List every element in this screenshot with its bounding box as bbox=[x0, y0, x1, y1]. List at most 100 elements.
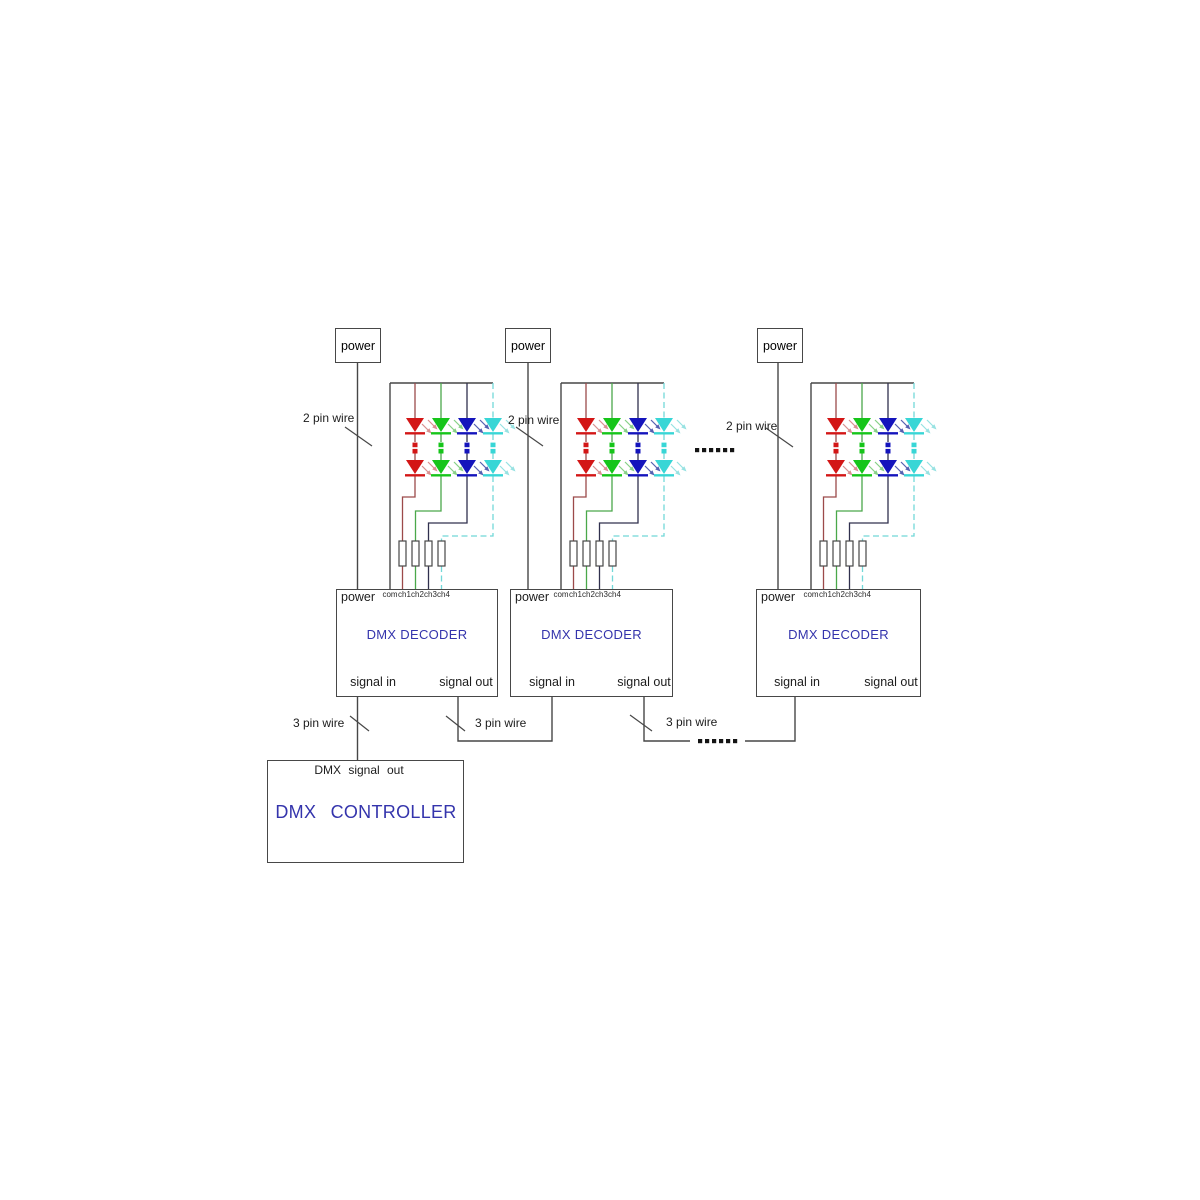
led-light-arrow-head bbox=[649, 428, 655, 434]
resistor bbox=[819, 540, 828, 567]
three-pin-wire-label: 3 pin wire bbox=[293, 716, 345, 730]
led-column-wire bbox=[822, 476, 837, 541]
decoder-title: DMX DECODER bbox=[541, 627, 642, 642]
led-ellipsis-dot bbox=[412, 448, 418, 454]
led-light-arrow-head bbox=[510, 424, 516, 430]
three-pin-wire-label: 3 pin wire bbox=[475, 716, 527, 730]
led-ellipsis-dot bbox=[438, 442, 444, 448]
resistor bbox=[424, 540, 433, 567]
led-ellipsis-dot bbox=[464, 448, 470, 454]
led-light-arrow-head bbox=[426, 470, 432, 476]
resistor bbox=[832, 540, 841, 567]
led-light-arrow-head bbox=[623, 428, 629, 434]
resistor bbox=[608, 540, 617, 567]
resistor bbox=[595, 540, 604, 567]
decoder-power-label: power bbox=[341, 590, 376, 604]
led-light-arrow-head bbox=[675, 428, 681, 434]
dmx-decoder-box bbox=[336, 589, 498, 697]
led-triangle bbox=[853, 418, 871, 432]
led-column-wire bbox=[427, 476, 468, 541]
led-light-arrow-head bbox=[597, 470, 603, 476]
led-light-arrow-head bbox=[649, 470, 655, 476]
led-triangle bbox=[629, 460, 647, 474]
decoder-pin-label: ch1 bbox=[398, 590, 411, 599]
led-column-wire bbox=[848, 476, 889, 541]
led-light-arrow-head bbox=[452, 470, 458, 476]
led-ellipsis-dot bbox=[859, 448, 865, 454]
led-ellipsis-dot bbox=[635, 448, 641, 454]
decoder-pin-label: ch1 bbox=[819, 590, 832, 599]
led-light-arrow-head bbox=[899, 470, 905, 476]
led-triangle bbox=[406, 460, 424, 474]
led-triangle bbox=[655, 418, 673, 432]
led-light-arrow-head bbox=[681, 424, 687, 430]
decoder-power-label: power bbox=[761, 590, 796, 604]
led-group-ellipsis-dot bbox=[716, 448, 721, 453]
led-group-ellipsis-dot bbox=[730, 448, 735, 453]
led-group-ellipsis-dot bbox=[723, 448, 728, 453]
chain-ellipsis-dot bbox=[712, 739, 717, 744]
led-light-arrow-head bbox=[484, 424, 490, 430]
led-column-wire bbox=[861, 476, 915, 541]
decoder-pin-label: ch2 bbox=[832, 590, 845, 599]
led-column-wire bbox=[835, 476, 863, 541]
led-triangle bbox=[458, 460, 476, 474]
led-light-arrow-head bbox=[925, 428, 931, 434]
resistor bbox=[858, 540, 867, 567]
led-light-arrow-head bbox=[853, 424, 859, 430]
led-light-arrow-head bbox=[879, 466, 885, 472]
led-light-arrow-head bbox=[655, 466, 661, 472]
decoder-pin-label: ch3 bbox=[424, 590, 437, 599]
wire-count-tick bbox=[515, 426, 544, 447]
led-ellipsis-dot bbox=[412, 442, 418, 448]
led-light-arrow-head bbox=[873, 470, 879, 476]
led-light-arrow-head bbox=[504, 470, 510, 476]
led-ellipsis-dot bbox=[661, 442, 667, 448]
led-triangle bbox=[577, 418, 595, 432]
led-triangle bbox=[603, 460, 621, 474]
chain-ellipsis-dot bbox=[705, 739, 710, 744]
led-triangle bbox=[905, 418, 923, 432]
controller-title: DMX CONTROLLER bbox=[275, 802, 457, 822]
led-light-arrow-head bbox=[905, 466, 911, 472]
led-column-wire bbox=[611, 476, 665, 541]
led-light-arrow-head bbox=[879, 424, 885, 430]
chain-ellipsis-dot bbox=[719, 739, 724, 744]
power-box-label: power bbox=[510, 338, 546, 353]
signal-out-label: signal out bbox=[439, 675, 493, 689]
led-triangle bbox=[827, 418, 845, 432]
resistor bbox=[437, 540, 446, 567]
led-triangle bbox=[853, 460, 871, 474]
decoder-title: DMX DECODER bbox=[366, 627, 468, 642]
led-column-wire bbox=[401, 476, 416, 541]
led-ellipsis-dot bbox=[885, 442, 891, 448]
led-ellipsis-dot bbox=[490, 442, 496, 448]
led-triangle bbox=[879, 418, 897, 432]
led-light-arrow-head bbox=[873, 428, 879, 434]
wire-count-tick bbox=[445, 715, 466, 732]
led-ellipsis-dot bbox=[833, 448, 839, 454]
signal-in-label: signal in bbox=[350, 675, 396, 689]
resistor bbox=[845, 540, 854, 567]
led-light-arrow-head bbox=[629, 424, 635, 430]
led-light-arrow-head bbox=[905, 424, 911, 430]
decoder-pin-label: com bbox=[803, 590, 819, 599]
led-light-arrow-head bbox=[478, 428, 484, 434]
daisy-chain-wire bbox=[643, 696, 690, 742]
resistor bbox=[582, 540, 591, 567]
dmx-decoder-box bbox=[756, 589, 921, 697]
led-ellipsis-dot bbox=[583, 442, 589, 448]
decoder-title: DMX DECODER bbox=[788, 627, 889, 642]
led-light-arrow-head bbox=[504, 428, 510, 434]
chain-ellipsis-dot bbox=[733, 739, 738, 744]
led-triangle bbox=[406, 418, 424, 432]
wire-count-tick bbox=[765, 427, 794, 448]
decoder-pin-label: ch3 bbox=[595, 590, 608, 599]
led-triangle bbox=[879, 460, 897, 474]
led-light-arrow-head bbox=[655, 424, 661, 430]
power-box-label: power bbox=[762, 338, 798, 353]
led-triangle bbox=[432, 460, 450, 474]
led-light-arrow-head bbox=[458, 466, 464, 472]
power-box-label: power bbox=[340, 338, 376, 353]
